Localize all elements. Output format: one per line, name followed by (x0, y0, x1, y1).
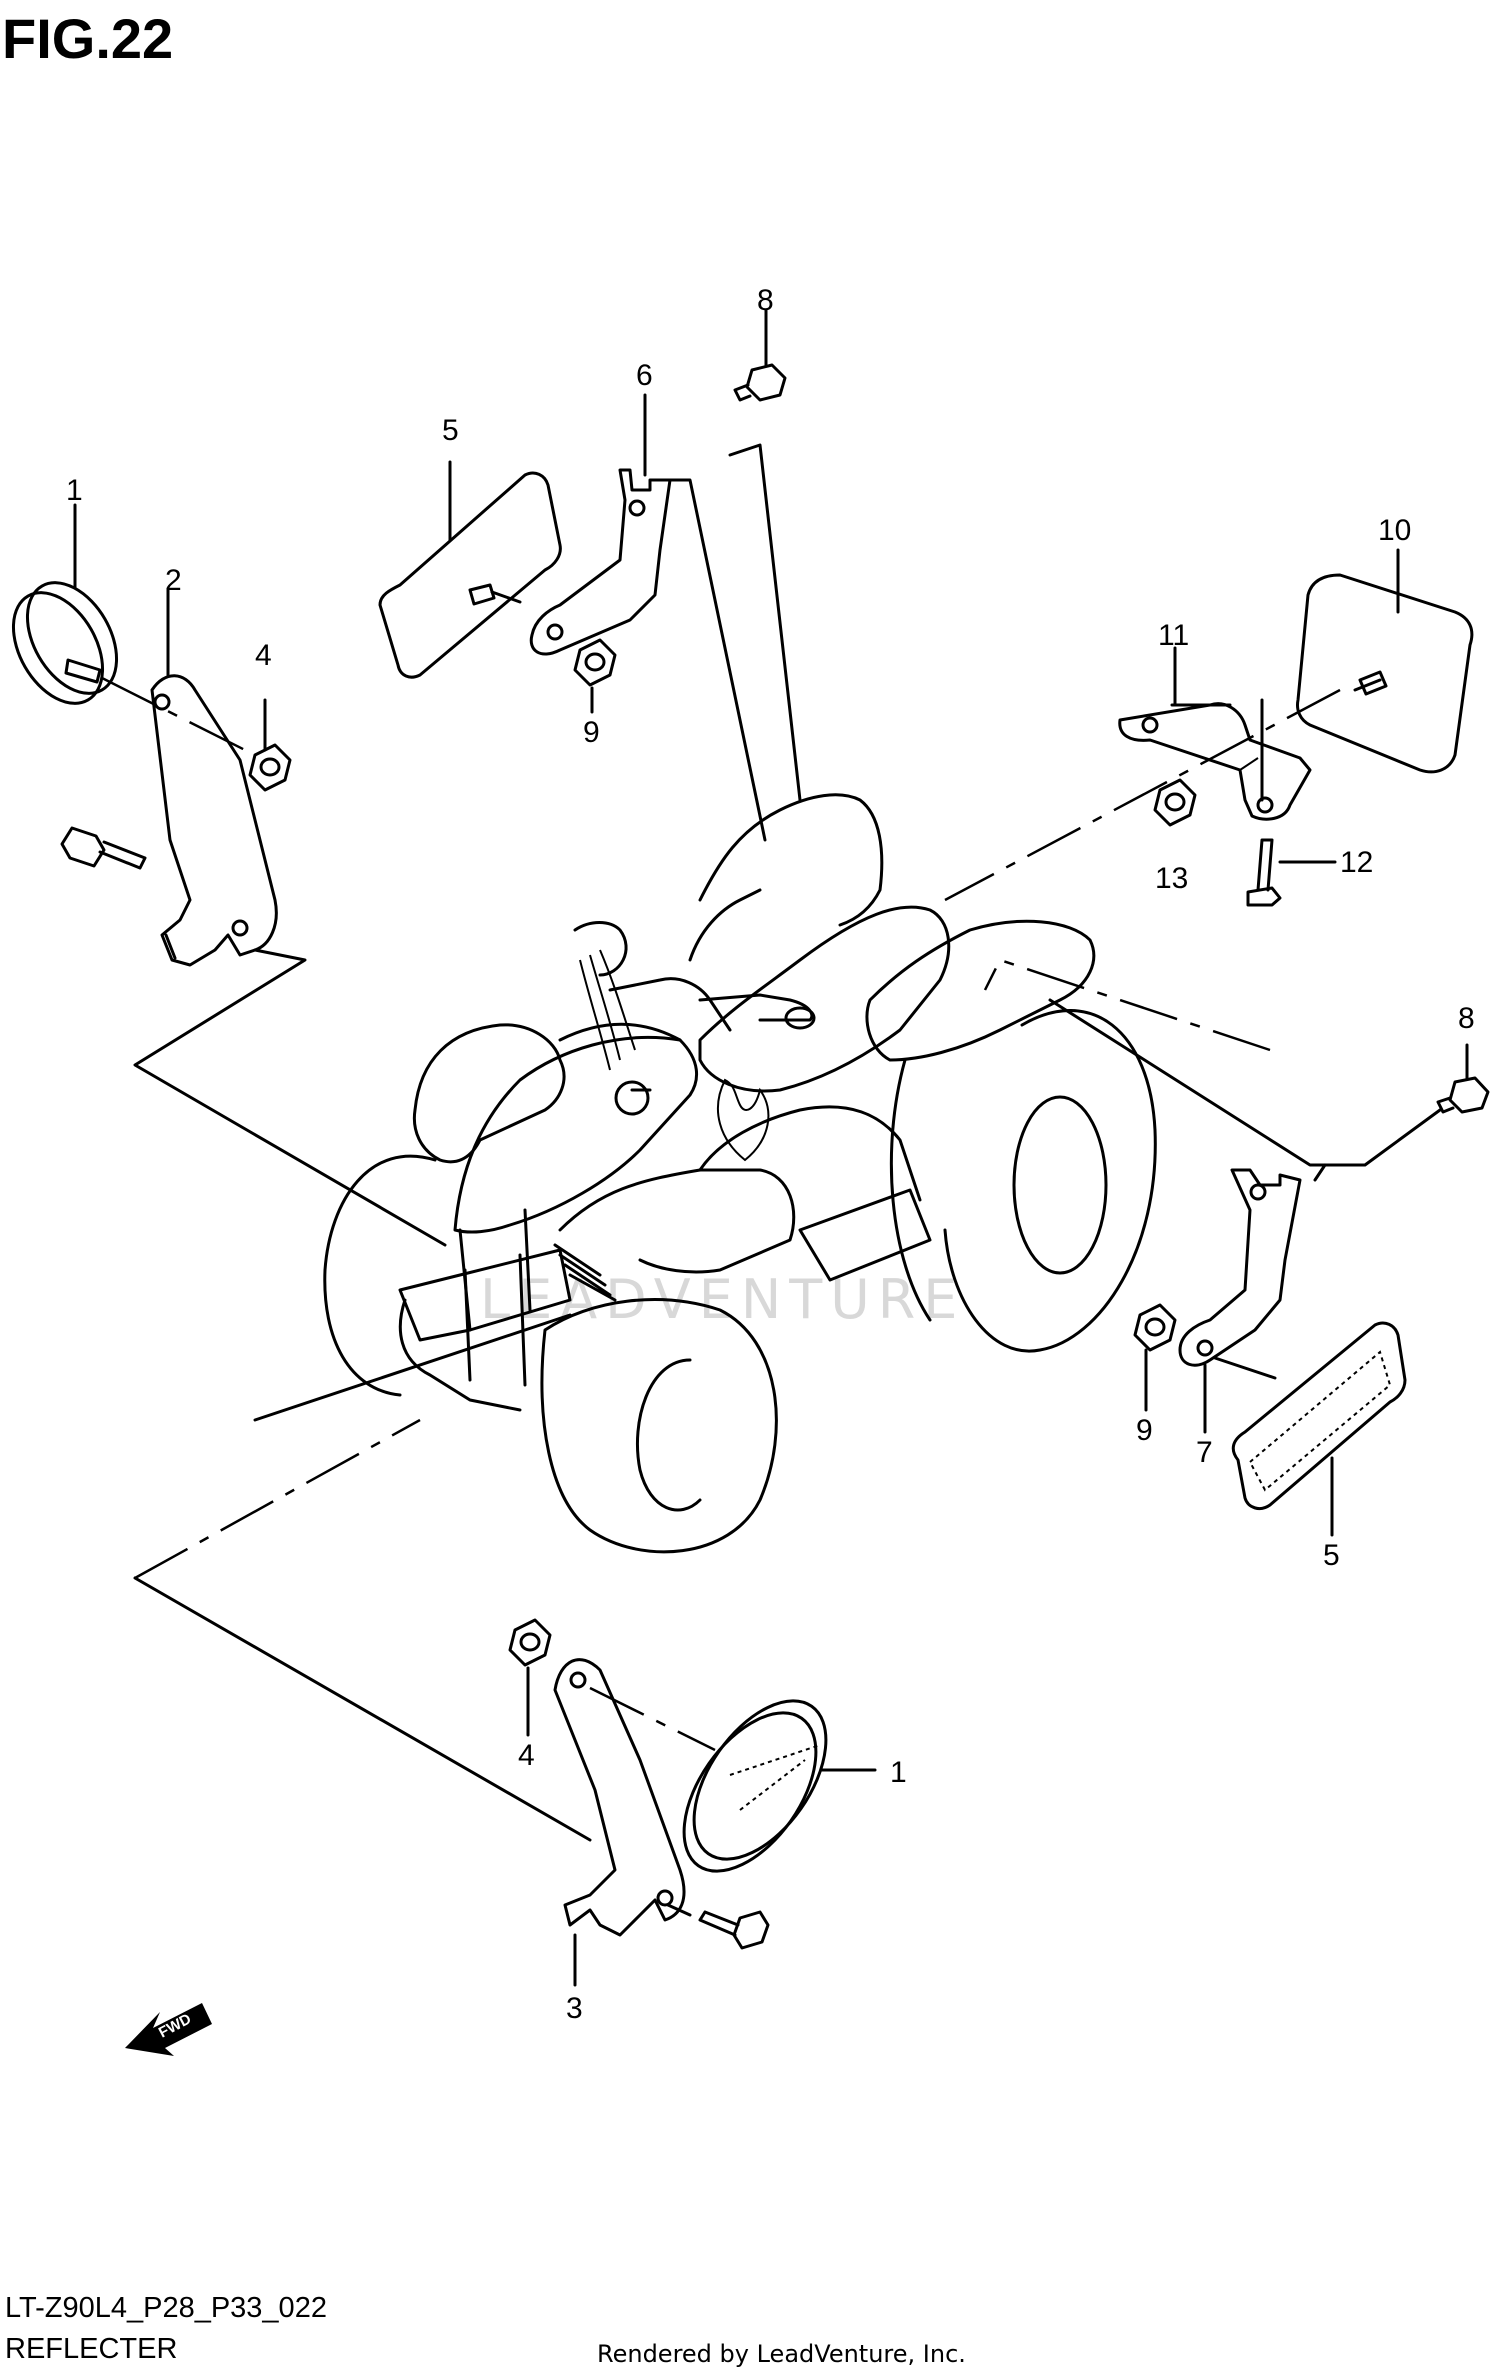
callout-2: 2 (165, 564, 182, 597)
callout-9-right: 9 (1136, 1414, 1153, 1447)
atv-illustration (323, 793, 1157, 1554)
front-left-round-reflector (11, 581, 246, 752)
callout-4-bottom: 4 (518, 1739, 535, 1772)
callout-5-right: 5 (1323, 1539, 1340, 1572)
callout-8-right: 8 (1458, 1002, 1475, 1035)
screw-top (733, 363, 787, 402)
callout-7: 7 (1196, 1436, 1213, 1469)
callout-1-top: 1 (66, 474, 83, 507)
nut-rear-left (573, 638, 617, 687)
rear-right-bracket (1118, 702, 1312, 821)
callout-3: 3 (566, 1992, 583, 2025)
bolt-left-rear (698, 1910, 770, 1950)
front-right-reflector (1213, 1321, 1407, 1510)
nut-right (1133, 1303, 1177, 1352)
rear-left-round-reflector (682, 1699, 828, 1873)
callout-9-top: 9 (583, 716, 600, 749)
rear-right-reflector (1296, 573, 1474, 774)
nut-rear-right (1153, 778, 1197, 827)
callout-6: 6 (636, 359, 653, 392)
rear-left-reflector (378, 471, 562, 679)
nut-left-rear (508, 1618, 552, 1667)
diagram-caption: REFLECTER (5, 2333, 178, 2365)
rear-left-bracket (529, 468, 672, 656)
nut-left-front (248, 743, 292, 792)
callout-12: 12 (1340, 846, 1373, 879)
diagram-code: LT-Z90L4_P28_P33_022 (5, 2292, 327, 2324)
callout-5-top: 5 (442, 414, 459, 447)
callout-11: 11 (1158, 619, 1189, 652)
rear-left-bracket-bottom (553, 1658, 686, 1937)
figure-title: FIG.22 (2, 7, 174, 70)
callout-1-bottom: 1 (890, 1756, 907, 1789)
callout-10: 10 (1378, 514, 1411, 547)
screw-right (1436, 1076, 1490, 1114)
callout-8-top: 8 (757, 284, 774, 317)
front-right-bracket (1178, 1168, 1302, 1367)
screw-rear-right (1246, 838, 1282, 907)
render-credit: Rendered by LeadVenture, Inc. (597, 2340, 966, 2368)
front-left-bracket (150, 674, 278, 967)
callout-13: 13 (1155, 862, 1188, 895)
bolt-left-front (60, 826, 147, 870)
callout-4-top: 4 (255, 639, 272, 672)
forward-direction-arrow: FWD (125, 2003, 212, 2056)
